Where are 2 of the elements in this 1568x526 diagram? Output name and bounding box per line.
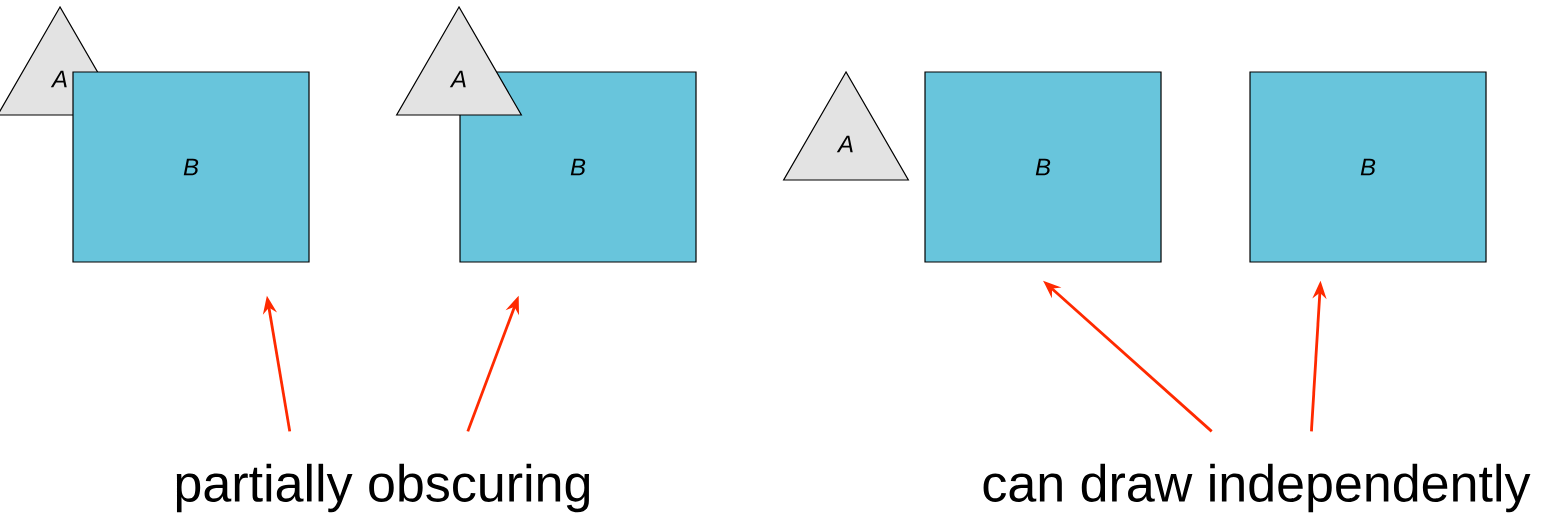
caption-text: can draw independently bbox=[983, 463, 1531, 513]
caption-text: partially obscuring bbox=[176, 463, 590, 513]
